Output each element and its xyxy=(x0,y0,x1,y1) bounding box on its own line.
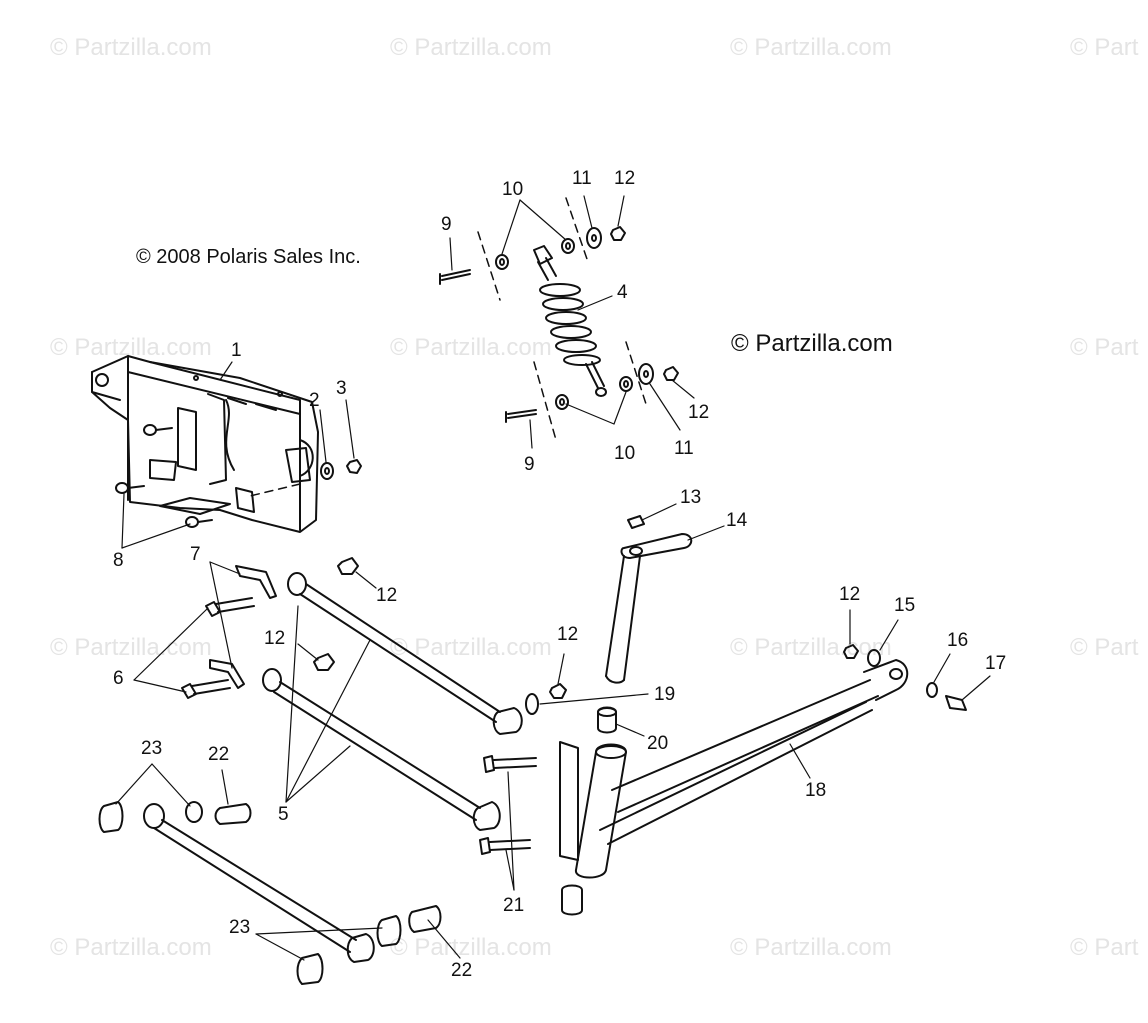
watermark: © Part xyxy=(1070,634,1139,661)
callout-12: 12 xyxy=(688,402,709,423)
callout-18: 18 xyxy=(805,780,826,801)
watermark: © Partzilla.com xyxy=(730,634,892,661)
callout-22: 22 xyxy=(451,960,472,981)
bushing xyxy=(561,706,617,916)
watermark: © Partzilla.com xyxy=(390,34,552,61)
bracket xyxy=(209,565,277,689)
bolt xyxy=(439,269,537,423)
callout-7: 7 xyxy=(190,544,201,565)
callout-14: 14 xyxy=(726,510,748,531)
callout-15: 15 xyxy=(894,595,915,616)
callout-23: 23 xyxy=(229,917,250,938)
callout-2: 2 xyxy=(309,390,320,411)
frame-bracket xyxy=(91,355,319,533)
watermark: © Part xyxy=(1070,34,1139,61)
watermark: © Partzilla.com xyxy=(730,934,892,961)
callout-1: 1 xyxy=(231,340,242,361)
radius-rod xyxy=(262,572,523,831)
callout-12: 12 xyxy=(839,584,860,605)
callout-9: 9 xyxy=(524,454,535,475)
shock-absorber xyxy=(533,245,607,397)
callout-5: 5 xyxy=(278,804,289,825)
alignment-line xyxy=(249,197,647,497)
watermark: © Part xyxy=(1070,934,1139,961)
callout-9: 9 xyxy=(441,214,452,235)
callout-17: 17 xyxy=(985,653,1006,674)
bolt xyxy=(945,695,967,711)
washer xyxy=(525,693,539,715)
watermark: © Partzilla.com xyxy=(390,934,552,961)
steering-post xyxy=(605,515,693,684)
watermark: © Partzilla.com xyxy=(50,934,212,961)
callout-19: 19 xyxy=(654,684,675,705)
callout-4: 4 xyxy=(617,282,628,303)
callout-8: 8 xyxy=(113,550,124,571)
nut xyxy=(346,459,362,474)
washer xyxy=(586,227,654,385)
callout-12: 12 xyxy=(376,585,397,606)
bushing xyxy=(495,238,633,410)
callout-11: 11 xyxy=(674,438,694,459)
callout-6: 6 xyxy=(113,668,124,689)
callout-labels: 1 2 3 4 5 6 7 8 9 9 10 10 11 11 12 12 12… xyxy=(113,168,1006,981)
callout-3: 3 xyxy=(336,378,347,399)
copyright-polaris: © 2008 Polaris Sales Inc. xyxy=(136,246,361,268)
callout-13: 13 xyxy=(680,487,701,508)
radius-rod xyxy=(143,803,375,963)
callout-16: 16 xyxy=(947,630,968,651)
a-arm xyxy=(559,659,909,879)
nut xyxy=(313,557,859,699)
nut xyxy=(610,226,679,381)
sleeve xyxy=(214,803,442,933)
callout-10: 10 xyxy=(614,443,635,464)
callout-10: 10 xyxy=(502,179,523,200)
copyright-partzilla: © Partzilla.com xyxy=(731,330,893,357)
bushing xyxy=(98,801,402,985)
leader-line xyxy=(115,195,991,961)
washer xyxy=(320,462,334,480)
callout-11: 11 xyxy=(572,168,592,189)
callout-22: 22 xyxy=(208,744,229,765)
bolt xyxy=(115,424,213,528)
callout-12: 12 xyxy=(614,168,635,189)
bolt xyxy=(479,755,537,855)
watermark: © Partzilla.com xyxy=(50,34,212,61)
watermark: © Partzilla.com xyxy=(390,334,552,361)
callout-20: 20 xyxy=(647,733,668,754)
washer xyxy=(867,649,938,698)
callout-23: 23 xyxy=(141,738,162,759)
watermark: © Partzilla.com xyxy=(730,34,892,61)
watermark: © Partzilla.com xyxy=(50,634,212,661)
watermark: © Part xyxy=(1070,334,1139,361)
callout-12: 12 xyxy=(557,624,578,645)
callout-12: 12 xyxy=(264,628,285,649)
callout-21: 21 xyxy=(503,895,524,916)
